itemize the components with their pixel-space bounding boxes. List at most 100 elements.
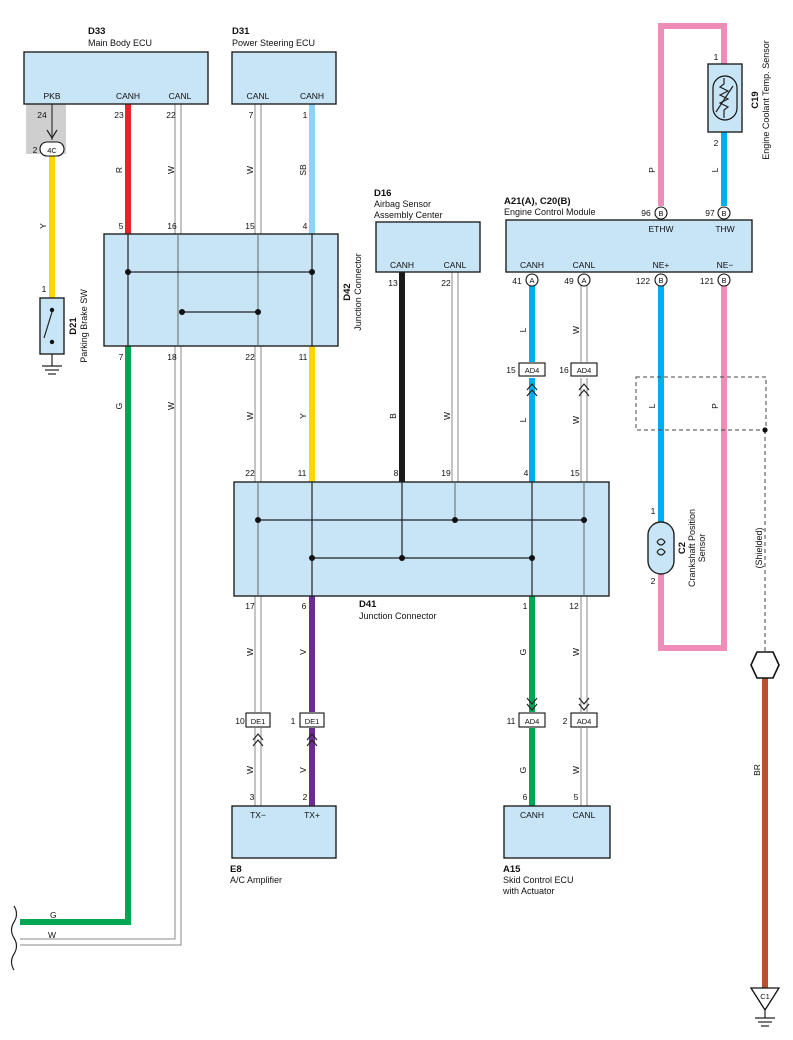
d31-pin-canh: CANH bbox=[300, 91, 324, 101]
wire-label-l-ecm-2: L bbox=[518, 417, 528, 422]
d16-pinno-22: 22 bbox=[441, 278, 451, 288]
wire-label-w-e8-2: W bbox=[245, 766, 255, 774]
d42-code: D42 bbox=[342, 283, 353, 300]
wire-label-l-c19: L bbox=[710, 167, 720, 172]
e8-code: E8 bbox=[230, 864, 242, 875]
ad4-upper-label-2: AD4 bbox=[577, 366, 592, 375]
component-d42: 5 16 15 4 7 18 22 11 D42 Junction Connec… bbox=[103, 221, 363, 362]
c2-pinno-2: 2 bbox=[651, 576, 656, 586]
ad4-lower-pinno-11: 11 bbox=[507, 716, 516, 726]
wire-label-l-ne: L bbox=[647, 403, 657, 408]
ecm-conn-b-96: B bbox=[658, 209, 663, 218]
ecm-pinno-121: 121 bbox=[700, 276, 714, 286]
wire-label-w-d31: W bbox=[245, 166, 255, 174]
d42-name: Junction Connector bbox=[353, 253, 363, 331]
d31-pinno-1: 1 bbox=[303, 110, 308, 120]
d41-pinno-17: 17 bbox=[245, 601, 255, 611]
ground-point-icon bbox=[749, 987, 781, 1012]
component-e8: 3 2 TX− TX+ E8 A/C Amplifier bbox=[230, 792, 337, 885]
a15-name-1: Skid Control ECU bbox=[503, 875, 574, 885]
d33-code: D33 bbox=[88, 26, 105, 37]
e8-pinno-2: 2 bbox=[303, 792, 308, 802]
ecm-pin-ne-minus: NE− bbox=[717, 260, 734, 270]
wire-label-w-d16: W bbox=[442, 412, 452, 420]
shielded-label: (Shielded) bbox=[754, 527, 764, 568]
d41-pinno-1: 1 bbox=[523, 601, 528, 611]
ad4-lower-label-1: AD4 bbox=[525, 717, 540, 726]
coil-icon bbox=[656, 538, 666, 556]
c2-name-1: Crankshaft Position bbox=[687, 509, 697, 587]
a15-code: A15 bbox=[503, 864, 521, 875]
ad4-upper-pinno-15: 15 bbox=[506, 365, 516, 375]
component-d21: 1 D21 Parking Brake SW bbox=[39, 284, 89, 375]
ground-c1-label: C1 bbox=[760, 992, 770, 1001]
d21-name: Parking Brake SW bbox=[79, 289, 89, 363]
ecm-pin-ne-plus: NE+ bbox=[653, 260, 670, 270]
d42-pinno-7: 7 bbox=[119, 352, 124, 362]
d31-pin-canl: CANL bbox=[247, 91, 270, 101]
d16-name-1: Airbag Sensor bbox=[374, 199, 431, 209]
d41-pinno-4: 4 bbox=[524, 468, 529, 478]
white-wires bbox=[20, 104, 588, 946]
ecm-pin-canh: CANH bbox=[520, 260, 544, 270]
d41-pinno-12: 12 bbox=[569, 601, 579, 611]
d31-code: D31 bbox=[232, 26, 250, 37]
d42-pinno-22: 22 bbox=[245, 352, 255, 362]
ecm-pin-canl: CANL bbox=[573, 260, 596, 270]
wire-label-w-e8: W bbox=[245, 648, 255, 656]
wire-label-sb: SB bbox=[298, 164, 308, 176]
wire-label-w-d33: W bbox=[166, 166, 176, 174]
ad4-upper-label-1: AD4 bbox=[525, 366, 540, 375]
wires bbox=[20, 23, 768, 988]
component-d16: D16 Airbag Sensor Assembly Center CANH C… bbox=[374, 188, 481, 288]
d31-name: Power Steering ECU bbox=[232, 38, 315, 48]
d33-pin-canh: CANH bbox=[116, 91, 140, 101]
ecm-conn-b-121: B bbox=[721, 276, 726, 285]
ecm-pinno-97: 97 bbox=[705, 208, 715, 218]
wire-label-p-ne: P bbox=[710, 403, 720, 409]
component-d33: D33 Main Body ECU PKB CANH CANL 24 23 22… bbox=[23, 26, 209, 157]
wire-label-w-a15-2: W bbox=[571, 766, 581, 774]
ecm-conn-a-41: A bbox=[529, 276, 534, 285]
wire-label-w-bottom: W bbox=[48, 930, 56, 940]
ecm-pin-ethw: ETHW bbox=[648, 224, 673, 234]
ecm-conn-b-122: B bbox=[658, 276, 663, 285]
de1-label-1: DE1 bbox=[251, 717, 266, 726]
de1-label-2: DE1 bbox=[305, 717, 320, 726]
a15-pinno-6: 6 bbox=[523, 792, 528, 802]
wire-label-br: BR bbox=[752, 764, 762, 776]
wire-label-p-c19: P bbox=[647, 167, 657, 173]
ad4-lower-label-2: AD4 bbox=[577, 717, 592, 726]
colored-wires bbox=[20, 23, 768, 988]
d33-name: Main Body ECU bbox=[88, 38, 152, 48]
c19-pinno-1: 1 bbox=[714, 52, 719, 62]
wire-label-g-d42: G bbox=[114, 403, 124, 410]
d42-pinno-16: 16 bbox=[167, 221, 177, 231]
splice-icon bbox=[750, 651, 780, 679]
wire-label-y-pkb: Y bbox=[38, 223, 48, 229]
d41-pinno-22: 22 bbox=[245, 468, 255, 478]
c19-name: Engine Coolant Temp. Sensor bbox=[761, 40, 771, 159]
shield-ground: (Shielded) C1 bbox=[749, 427, 781, 1027]
e8-pin-tx-minus: TX− bbox=[250, 810, 266, 820]
d31-pinno-7: 7 bbox=[249, 110, 254, 120]
d41-pinno-8: 8 bbox=[394, 468, 399, 478]
c2-pinno-1: 1 bbox=[651, 506, 656, 516]
ecm-pin-thw: THW bbox=[715, 224, 734, 234]
e8-pin-tx-plus: TX+ bbox=[304, 810, 320, 820]
wire-label-w-ecm: W bbox=[571, 326, 581, 334]
wire-label-g-bottom: G bbox=[50, 910, 57, 920]
ecm-pinno-122: 122 bbox=[636, 276, 650, 286]
e8-name: A/C Amplifier bbox=[230, 875, 282, 885]
de1-pinno-1: 1 bbox=[291, 716, 296, 726]
ecm-pinno-96: 96 bbox=[641, 208, 651, 218]
d33-pin-canl: CANL bbox=[169, 91, 192, 101]
ad4-lower-connectors: 11 AD4 2 AD4 bbox=[507, 697, 598, 728]
component-c19: 1 2 C19 Engine Coolant Temp. Sensor bbox=[707, 40, 771, 160]
wire-label-w-d42-18: W bbox=[166, 402, 176, 410]
wire-label-w-d42-22: W bbox=[245, 412, 255, 420]
d33-junction-4c: 4C bbox=[47, 146, 57, 155]
d16-pinno-13: 13 bbox=[388, 278, 398, 288]
d33-pinno-24: 24 bbox=[37, 110, 47, 120]
